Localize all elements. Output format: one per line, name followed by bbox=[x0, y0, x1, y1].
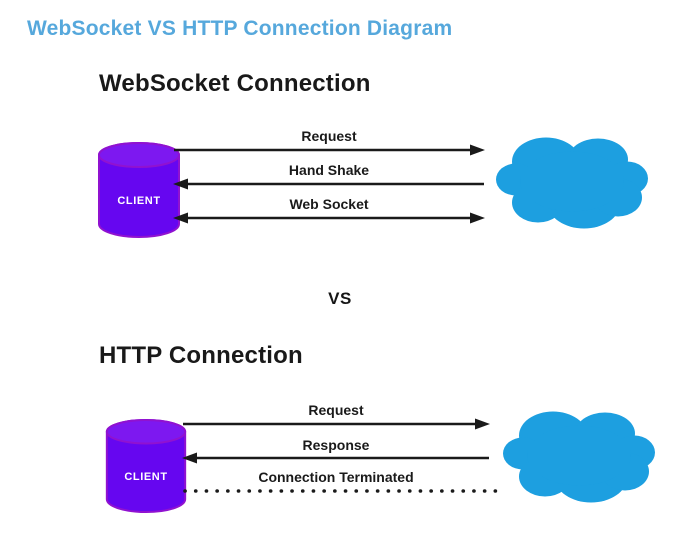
websocket-server-node bbox=[494, 131, 650, 232]
page-title: WebSocket VS HTTP Connection Diagram bbox=[27, 17, 453, 40]
http-arrows bbox=[182, 418, 506, 493]
arrow-both-icon bbox=[173, 212, 485, 224]
database-cylinder-icon bbox=[105, 418, 187, 514]
websocket-arrow-label-websocket: Web Socket bbox=[289, 196, 369, 212]
http-arrow-label-request: Request bbox=[308, 402, 364, 418]
http-client-label: CLIENT bbox=[124, 470, 168, 483]
websocket-arrow-label-handshake: Hand Shake bbox=[288, 162, 370, 178]
database-cylinder-icon bbox=[98, 142, 180, 238]
websocket-arrow-label-request: Request bbox=[301, 128, 357, 144]
http-arrow-label-terminated: Connection Terminated bbox=[258, 469, 414, 485]
arrow-right-icon bbox=[183, 418, 490, 430]
arrow-right-icon bbox=[174, 144, 485, 156]
cloud-icon bbox=[496, 137, 648, 229]
websocket-client-node: CLIENT bbox=[96, 141, 182, 239]
cloud-icon bbox=[503, 411, 655, 503]
http-server-node bbox=[501, 405, 657, 506]
websocket-section-heading: WebSocket Connection bbox=[99, 70, 371, 97]
websocket-client-label: CLIENT bbox=[117, 194, 161, 207]
arrow-left-icon bbox=[182, 452, 489, 464]
arrow-left-icon bbox=[173, 178, 484, 190]
http-client-node: CLIENT bbox=[103, 418, 189, 514]
vs-label: VS bbox=[328, 289, 352, 308]
websocket-arrows bbox=[173, 144, 485, 224]
http-arrow-label-response: Response bbox=[302, 437, 370, 453]
http-section-heading: HTTP Connection bbox=[99, 342, 303, 369]
